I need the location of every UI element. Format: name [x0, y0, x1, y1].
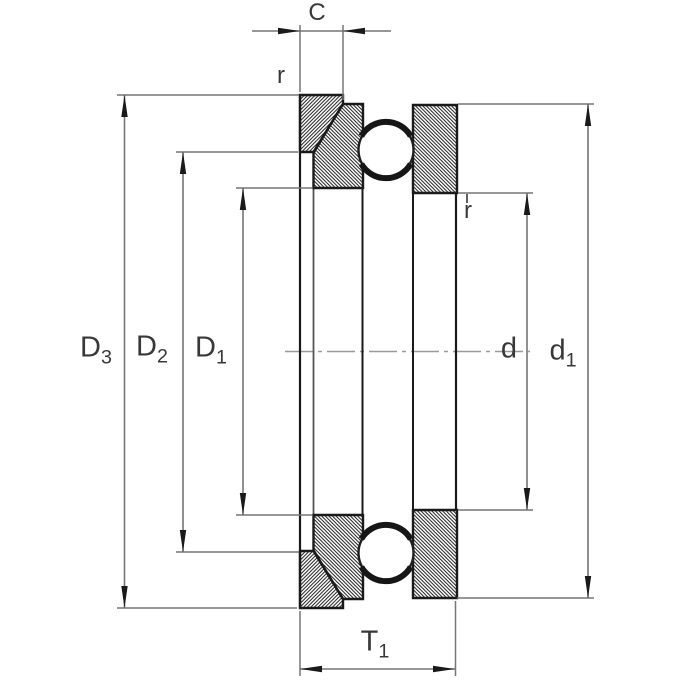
shaft-washer-top-section	[411, 103, 459, 195]
label-d3: D3	[80, 331, 112, 369]
dimension-d1	[239, 188, 247, 515]
dimension-d1-shaft	[584, 104, 592, 598]
label-d: d	[500, 332, 518, 365]
housing-washer-bottom-section	[312, 513, 365, 601]
label-r-inner: r	[464, 197, 472, 224]
dimension-d3	[121, 95, 128, 608]
dimension-d	[523, 193, 531, 510]
dimension-c	[252, 27, 391, 35]
label-d2: D2	[136, 330, 168, 368]
shaft-washer-bottom-section	[411, 508, 459, 600]
ball-bottom	[357, 521, 415, 585]
label-r-outer: r	[277, 62, 285, 89]
extension-lines	[117, 25, 594, 676]
dimension-d2	[179, 152, 187, 552]
dimension-t1	[300, 665, 455, 673]
label-t1: T1	[360, 625, 390, 663]
bore-silhouette-lines	[298, 95, 458, 608]
ball-top	[357, 118, 415, 182]
label-d1-shaft: d1	[549, 334, 577, 372]
label-d1: D1	[195, 331, 227, 369]
label-c: C	[308, 0, 326, 26]
housing-washer-top-section	[312, 102, 365, 190]
